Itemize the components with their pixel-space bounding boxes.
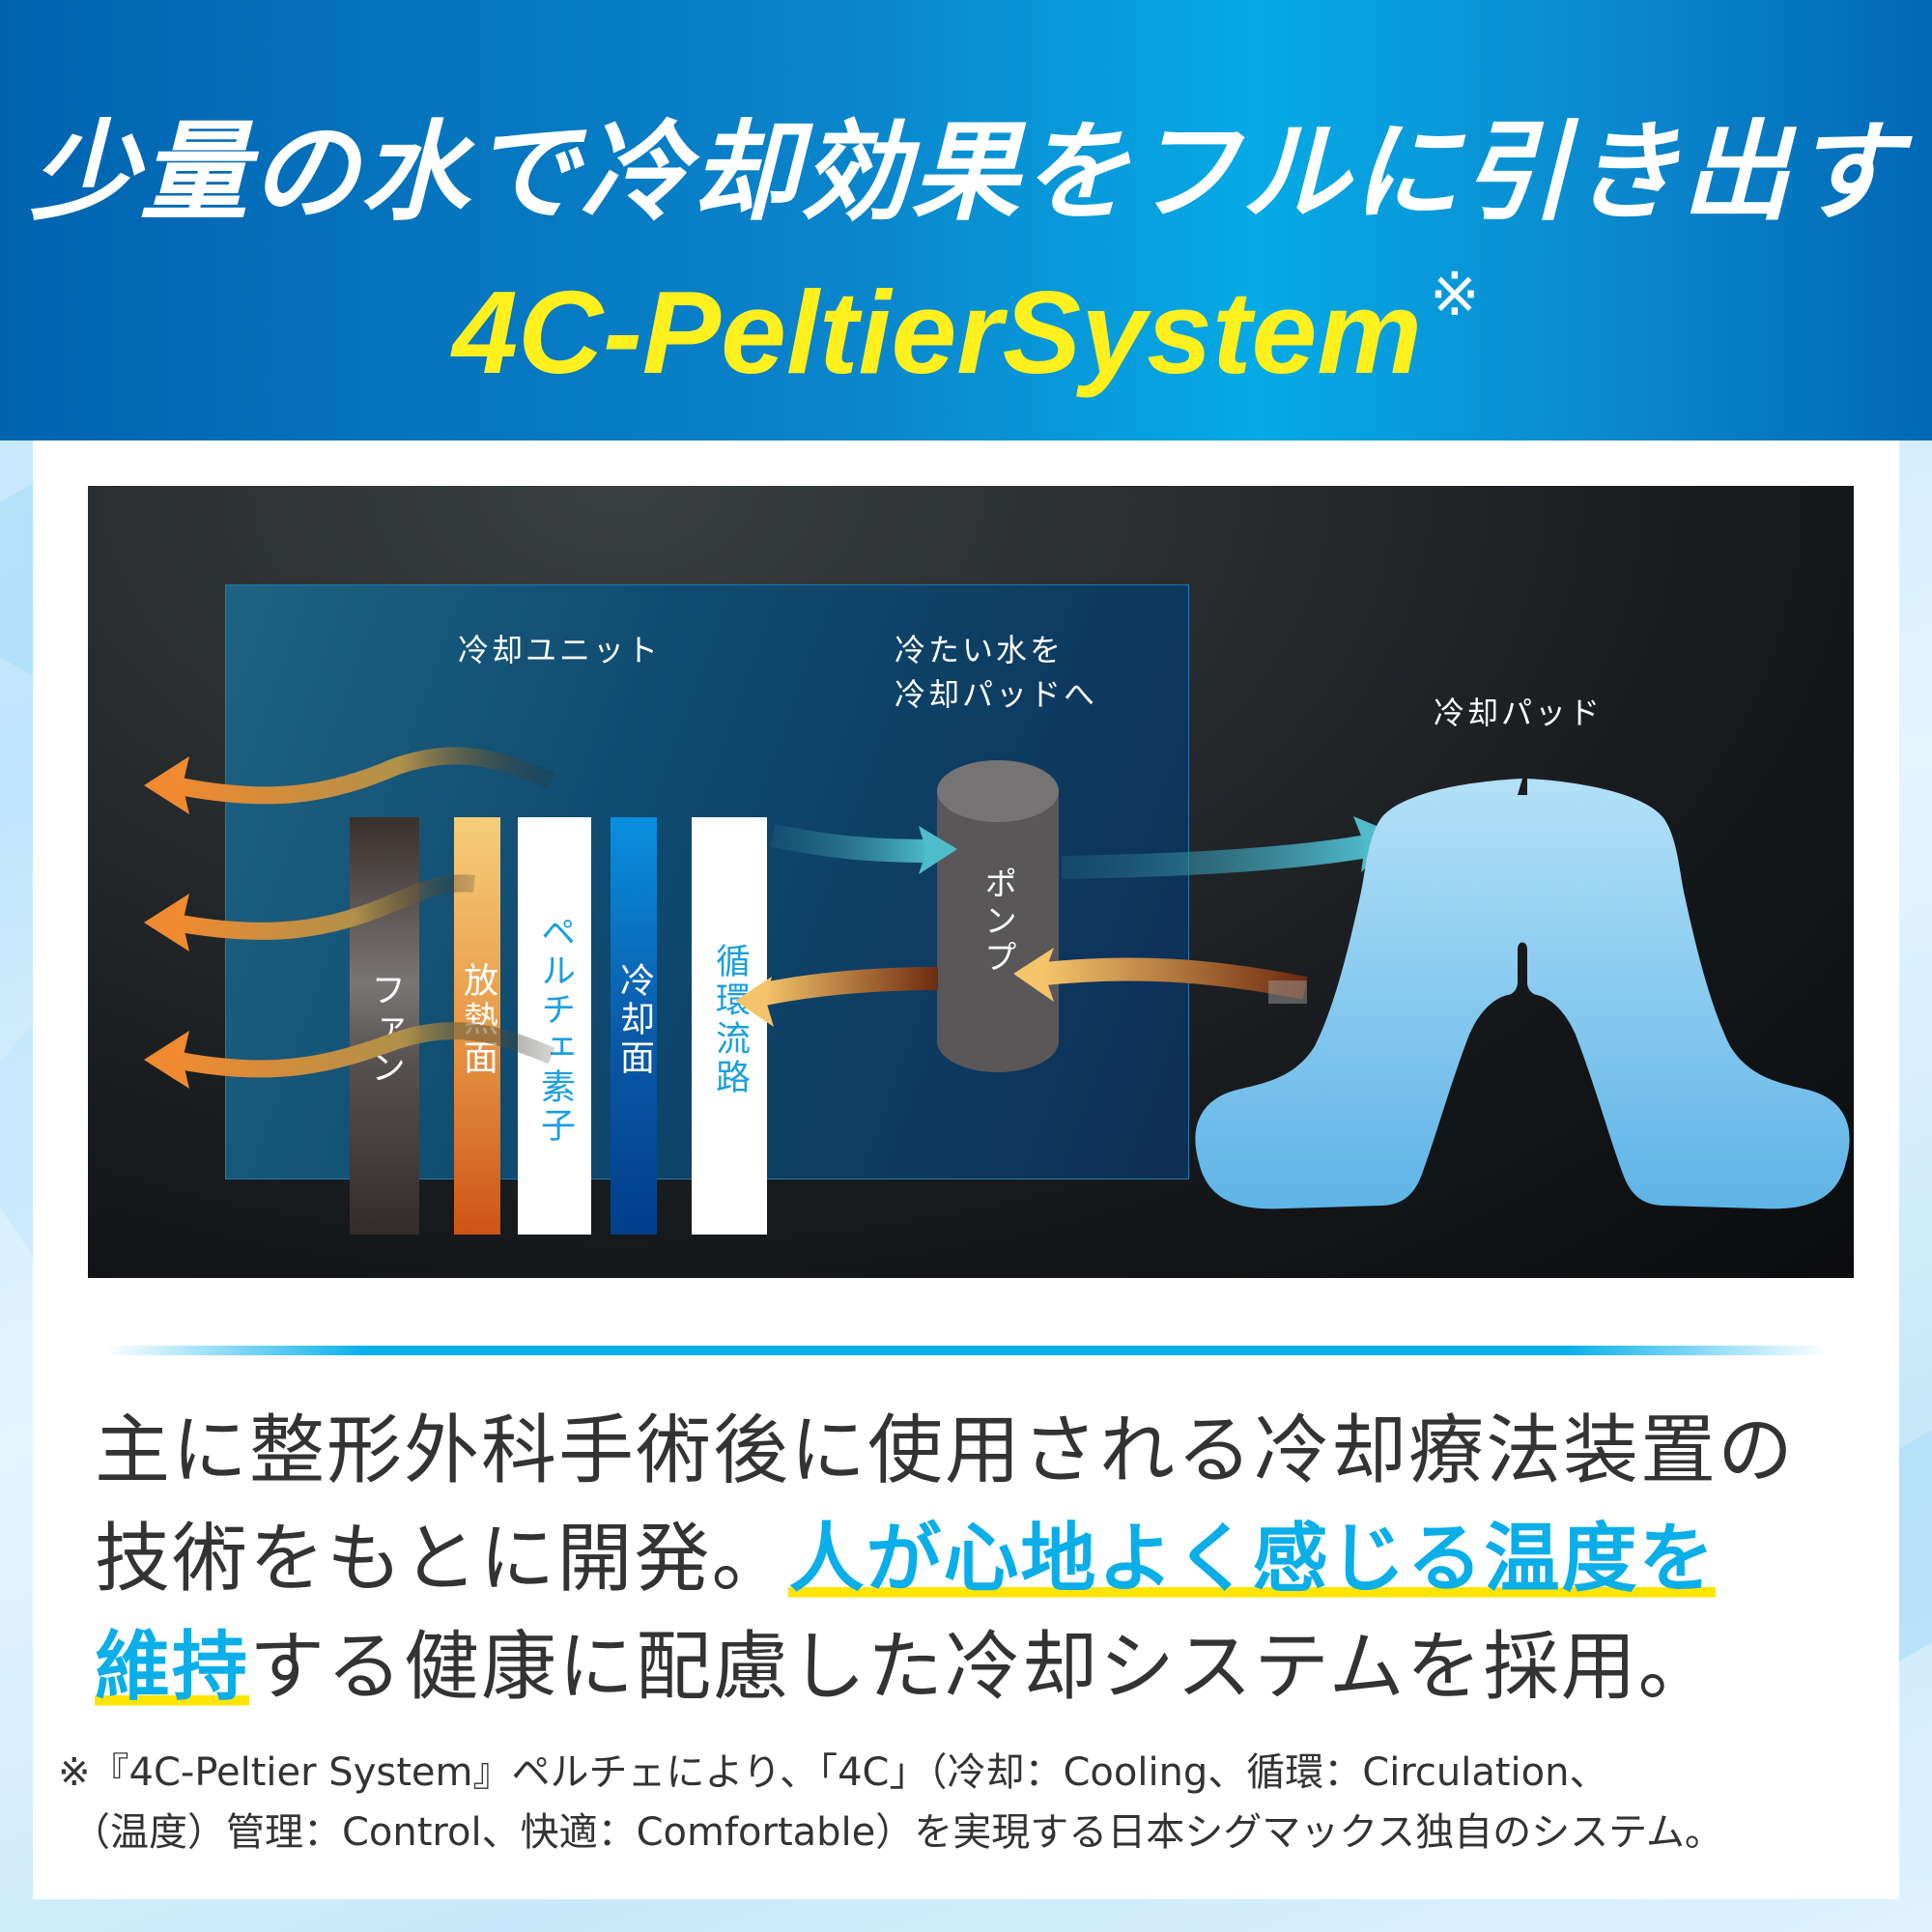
description-plain-3: する健康に配慮した冷却システムを採用。	[249, 1624, 1716, 1711]
cooling-unit-box: 冷却ユニット 冷たい水を 冷却パッドへ ファン 放熱面 ペルチェ素子 冷却面 循…	[225, 584, 1189, 1235]
circulation-label: 循環流路	[710, 943, 750, 1097]
heat-radiating-label: 放熱面	[458, 962, 497, 1078]
cooling-surface-label: 冷却面	[614, 962, 654, 1078]
fan-label: ファン	[365, 972, 405, 1088]
highlight-comfort-temperature: 人が心地よく感じる温度を	[788, 1516, 1717, 1603]
cooling-surface-bar: 冷却面	[611, 817, 657, 1235]
circulation-channel-bar: 循環流路	[692, 817, 767, 1235]
section-divider	[106, 1346, 1826, 1355]
header-banner: 少量の水で冷却効果をフルに引き出す 4C-PeltierSystem※	[0, 0, 1932, 440]
flow-arrows	[144, 747, 1850, 1209]
warm-return-arrows	[735, 948, 1308, 1027]
description-line-1: 主に整形外科手術後に使用される冷却療法装置の	[95, 1407, 1796, 1494]
heat-exhaust-arrows	[144, 747, 555, 1089]
footnote: ※『4C-Peltier System』ペルチェにより、「4C」（冷却：Cool…	[58, 1743, 1893, 1862]
description-line-3: 維持する健康に配慮した冷却システムを採用。	[95, 1613, 1872, 1721]
description-plain-2: 技術をもとに開発。	[95, 1516, 789, 1603]
cold-flow-arrows	[770, 816, 1400, 879]
peltier-label: ペルチェ素子	[535, 914, 575, 1146]
pump-label: ポンプ	[978, 867, 1017, 977]
headline: 少量の水で冷却効果をフルに引き出す	[30, 110, 1902, 236]
system-name: 4C-PeltierSystem	[452, 267, 1422, 398]
peltier-element-bar: ペルチェ素子	[518, 817, 591, 1235]
flow-label-line2: 冷却パッドへ	[895, 676, 1098, 713]
footnote-line-2: （温度）管理：Control、快適：Comfortable）を実現する日本シグマ…	[71, 1810, 1723, 1855]
description-line-2: 技術をもとに開発。人が心地よく感じる温度を	[95, 1505, 1872, 1613]
cooling-unit-label: 冷却ユニット	[458, 632, 662, 668]
system-diagram: 冷却ユニット 冷たい水を 冷却パッドへ ファン 放熱面 ペルチェ素子 冷却面 循…	[88, 486, 1854, 1278]
footnote-line-1: ※『4C-Peltier System』ペルチェにより、「4C」（冷却：Cool…	[58, 1750, 1608, 1795]
description-text: 主に整形外科手術後に使用される冷却療法装置の 技術をもとに開発。人が心地よく感じ…	[95, 1397, 1872, 1721]
system-name-title: 4C-PeltierSystem※	[0, 259, 1932, 400]
fan-bar: ファン	[350, 817, 419, 1235]
pump-top	[937, 760, 1059, 822]
pump-cylinder: ポンプ	[937, 760, 1059, 1072]
cooling-pad-shape	[1195, 779, 1850, 1209]
flow-label-line1: 冷たい水を	[895, 632, 1065, 668]
highlight-maintain: 維持	[95, 1624, 250, 1711]
cooling-pad-label: 冷却パッド	[1434, 695, 1604, 731]
reference-mark: ※	[1429, 262, 1480, 328]
